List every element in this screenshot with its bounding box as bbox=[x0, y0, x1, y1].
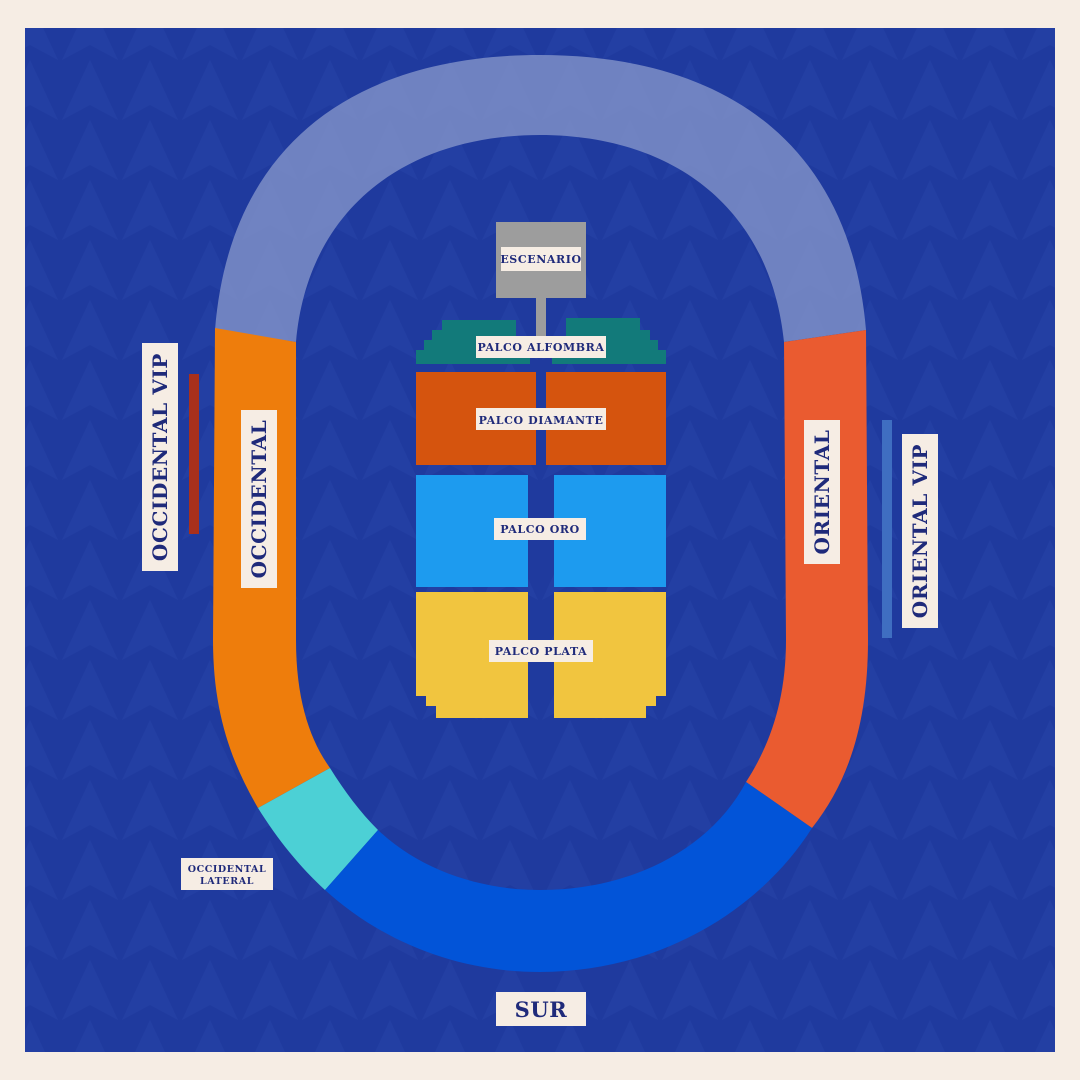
palco-oro-label: PALCO ORO bbox=[500, 523, 580, 536]
palco-diamante-label-box bbox=[476, 408, 606, 430]
section-sur[interactable] bbox=[325, 782, 812, 972]
palco-plata-label-box bbox=[489, 640, 593, 662]
occidental-label-box bbox=[241, 410, 277, 588]
palco-plata-label: PALCO PLATA bbox=[495, 645, 588, 658]
stage-label-box bbox=[501, 247, 581, 271]
occidental-label: OCCIDENTAL bbox=[247, 420, 271, 579]
occidental-vip-label-box bbox=[142, 343, 178, 571]
occidental-vip-label: OCCIDENTAL VIP bbox=[148, 353, 172, 561]
oriental-label-box bbox=[804, 420, 840, 564]
section-occidental-vip[interactable] bbox=[189, 374, 199, 534]
occidental-lateral-label-line1: OCCIDENTAL bbox=[188, 864, 267, 875]
section-palco-plata-right[interactable] bbox=[554, 592, 666, 718]
palco-diamante-label: PALCO DIAMANTE bbox=[479, 414, 604, 427]
sur-label-box bbox=[496, 992, 586, 1026]
section-occidental-lateral[interactable] bbox=[258, 768, 378, 890]
oriental-vip-label-box bbox=[902, 434, 938, 628]
oriental-vip-label: ORIENTAL VIP bbox=[908, 444, 932, 618]
palco-alfombra-label-box bbox=[476, 336, 606, 358]
stage-runway bbox=[536, 296, 546, 336]
sur-label: SUR bbox=[515, 997, 568, 1022]
palco-alfombra-label: PALCO ALFOMBRA bbox=[477, 341, 604, 354]
section-palco-plata-left[interactable] bbox=[416, 592, 528, 718]
section-oriental-vip[interactable] bbox=[882, 420, 892, 638]
stage-label: ESCENARIO bbox=[500, 253, 581, 266]
section-norte[interactable] bbox=[215, 55, 866, 342]
occidental-lateral-label-box bbox=[181, 858, 273, 890]
oriental-label: ORIENTAL bbox=[810, 429, 834, 554]
occidental-lateral-label-line2: LATERAL bbox=[200, 876, 254, 887]
palco-oro-label-box bbox=[494, 518, 586, 540]
